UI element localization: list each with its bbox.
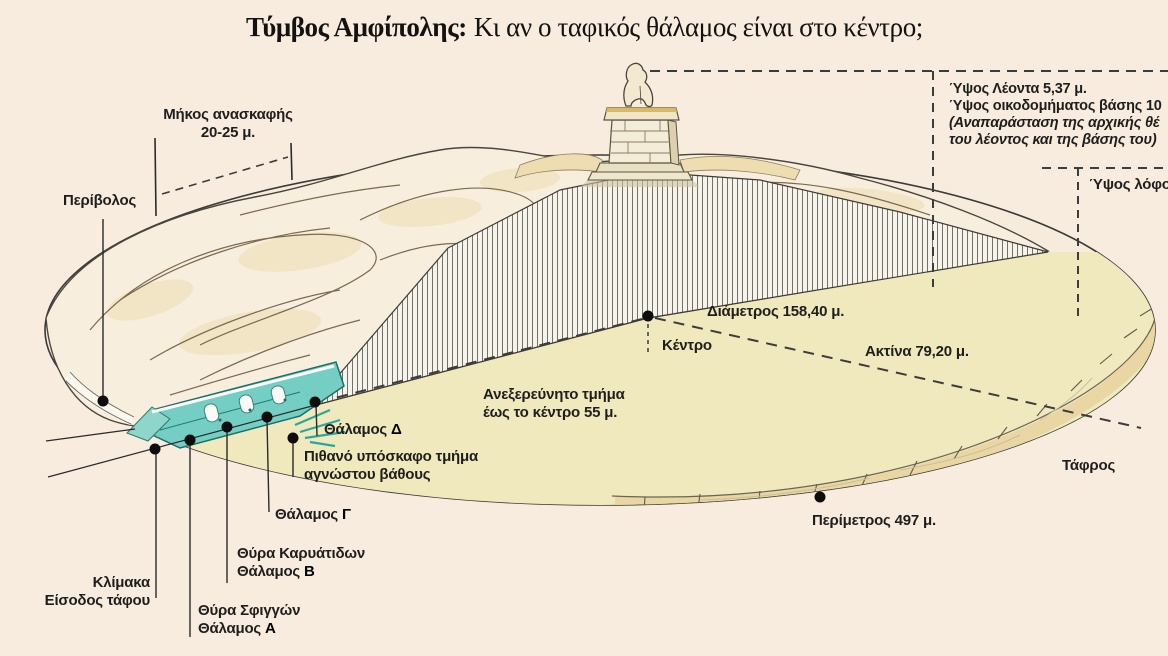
plateau-surface	[45, 252, 1155, 505]
tomb-corridor	[126, 361, 346, 449]
callout-dots	[97, 310, 826, 503]
pedestal-bricks	[610, 120, 671, 163]
corridor-foliage	[294, 408, 346, 448]
stairs-dot	[149, 443, 161, 455]
karyatids-door-dot	[221, 421, 233, 433]
perivolos-wall	[64, 371, 135, 426]
tomb-entrance	[126, 406, 171, 442]
center-label: Κέντρο	[662, 337, 712, 354]
chamber-c-dot	[261, 411, 273, 423]
info-line-3: (Αναπαράσταση της αρχικής θέ	[949, 115, 1160, 131]
perimeter-dot	[814, 491, 826, 503]
lion-icon	[623, 62, 654, 108]
pedestal-body	[608, 119, 672, 164]
title-rest: Κι αν ο ταφικός θάλαμος είναι στο κέντρο…	[473, 12, 924, 42]
title-lead: Τύμβος Αμφίπολης:	[246, 12, 467, 42]
excavation-ticks	[154, 137, 293, 217]
page-title: Τύμβος Αμφίπολης:Κι αν ο ταφικός θάλαμος…	[246, 11, 923, 43]
excavation-length-dash	[161, 156, 289, 195]
tomb-entrance-label: Κλίμακα Είσοδος τάφου	[44, 574, 151, 609]
diameter-label: Διάμετρος 158,40 μ.	[707, 303, 845, 320]
unexplored-section-label: Ανεξερεύνητο τμήμα έως το κέντρο 55 μ.	[483, 386, 625, 421]
perivolos-dot	[97, 395, 109, 407]
measurement-lines	[161, 70, 1168, 429]
radius-dash-line	[654, 317, 1142, 429]
unexplored-dash-line	[334, 318, 643, 399]
pedestal-base	[587, 171, 693, 181]
perimeter-label: Περίμετρος 497 μ.	[812, 512, 936, 529]
info-line-1: Ύψος Λέοντα 5,37 μ.	[949, 81, 1087, 97]
lion-info-box: Ύψος Λέοντα 5,37 μ. Ύψος οικοδομήματος β…	[949, 81, 1162, 149]
plateau-scratches	[699, 377, 1093, 501]
excavation-length-label: Μήκος ανασκαφής 20-25 μ.	[163, 106, 293, 141]
underground-section-label: Πιθανό υπόσκαφο τμήμα αγνώστου βάθους	[304, 448, 479, 483]
radius-label: Ακτίνα 79,20 μ.	[865, 343, 969, 360]
underground-section-dot	[287, 432, 299, 444]
info-line-2: Ύψος οικοδομήματος βάσης 10	[949, 98, 1162, 114]
hill-tan-patches	[106, 167, 925, 356]
sphinx-door-dot	[184, 434, 196, 446]
corridor-arch	[270, 385, 287, 405]
rim-inner-line	[611, 313, 1155, 498]
info-line-4: του λέοντος και της βάσης του)	[949, 132, 1157, 148]
moat-label: Τάφρος	[1062, 457, 1116, 474]
center-dot	[642, 310, 654, 322]
perivolos-label: Περίβολος	[63, 192, 137, 209]
corridor-arch	[203, 403, 220, 423]
chamber-d-dot	[309, 396, 321, 408]
lion-monument	[514, 62, 801, 187]
corridor-arch	[238, 394, 255, 414]
hill-height-label: Ύψος λόφου	[1089, 176, 1168, 193]
